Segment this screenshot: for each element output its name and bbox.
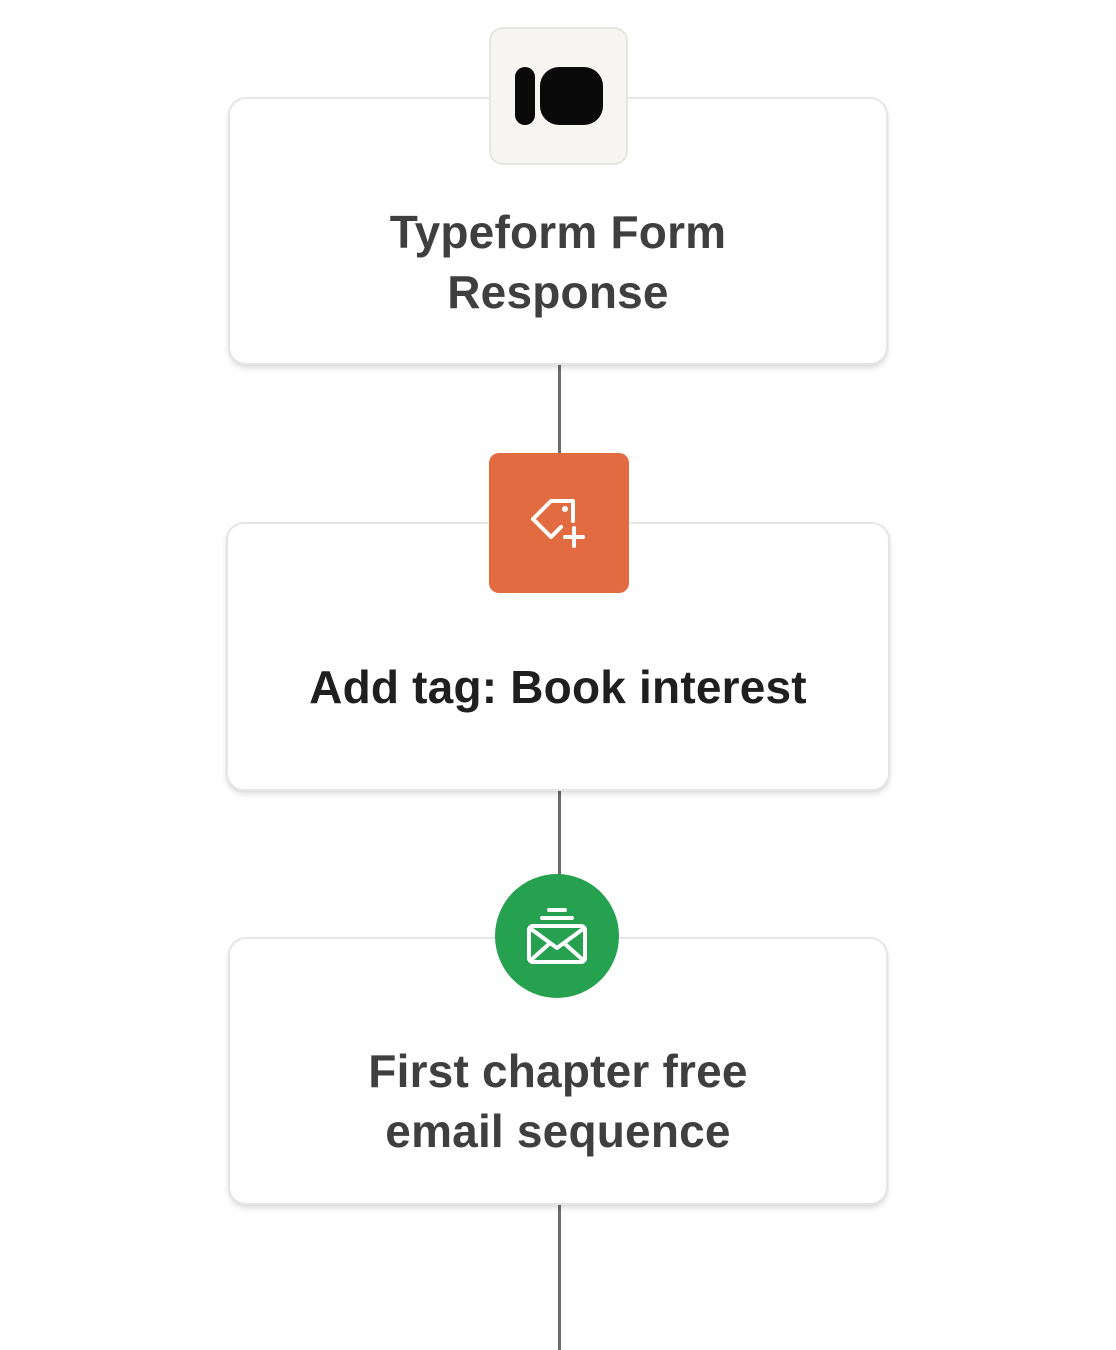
typeform-logo-icon <box>489 27 628 165</box>
tag-plus-icon <box>489 453 629 593</box>
step-title: Typeform Form Response <box>389 206 727 318</box>
connector-line <box>558 1205 561 1350</box>
connector-line <box>558 791 561 876</box>
email-sequence-icon <box>495 874 619 998</box>
connector-line <box>558 365 561 455</box>
step-title: Add tag: Book interest <box>309 660 807 713</box>
step-title: First chapter free email sequence <box>368 1045 748 1157</box>
